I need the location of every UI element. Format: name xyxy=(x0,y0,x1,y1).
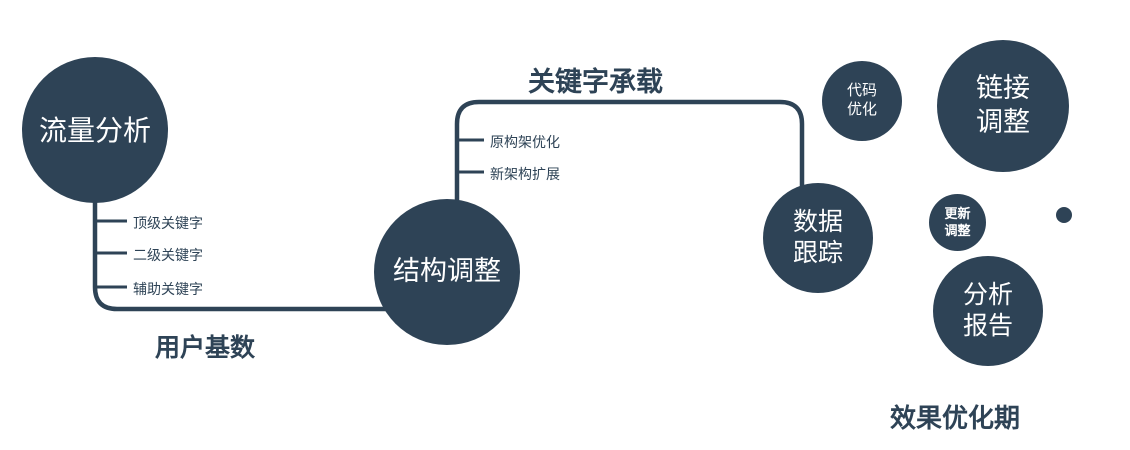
node-link-adjustment: 链接 调整 xyxy=(937,40,1069,172)
branch-label-new-architecture: 新架构扩展 xyxy=(490,166,560,182)
node-code-optimization: 代码 优化 xyxy=(822,61,902,141)
edge-label-keyword-carrying: 关键字承载 xyxy=(528,67,663,97)
node-data-tracking: 数据 跟踪 xyxy=(763,183,873,293)
branch-label-top-keywords: 顶级关键字 xyxy=(133,215,203,231)
node-update-adjustment: 更新 调整 xyxy=(929,194,986,251)
branch-label-original-architecture: 原构架优化 xyxy=(490,134,560,150)
edge-structure-to-data xyxy=(454,99,805,210)
dot-node xyxy=(1056,207,1072,223)
node-traffic-analysis: 流量分析 xyxy=(22,57,168,203)
node-structure-adjustment: 结构调整 xyxy=(374,199,520,345)
branch-label-secondary-keywords: 二级关键字 xyxy=(133,247,203,263)
edge-label-user-base: 用户基数 xyxy=(155,334,256,362)
branch-label-auxiliary-keywords: 辅助关键字 xyxy=(133,281,203,297)
caption-effect-optimization-period: 效果优化期 xyxy=(890,403,1021,433)
node-analysis-report: 分析 报告 xyxy=(933,256,1043,366)
